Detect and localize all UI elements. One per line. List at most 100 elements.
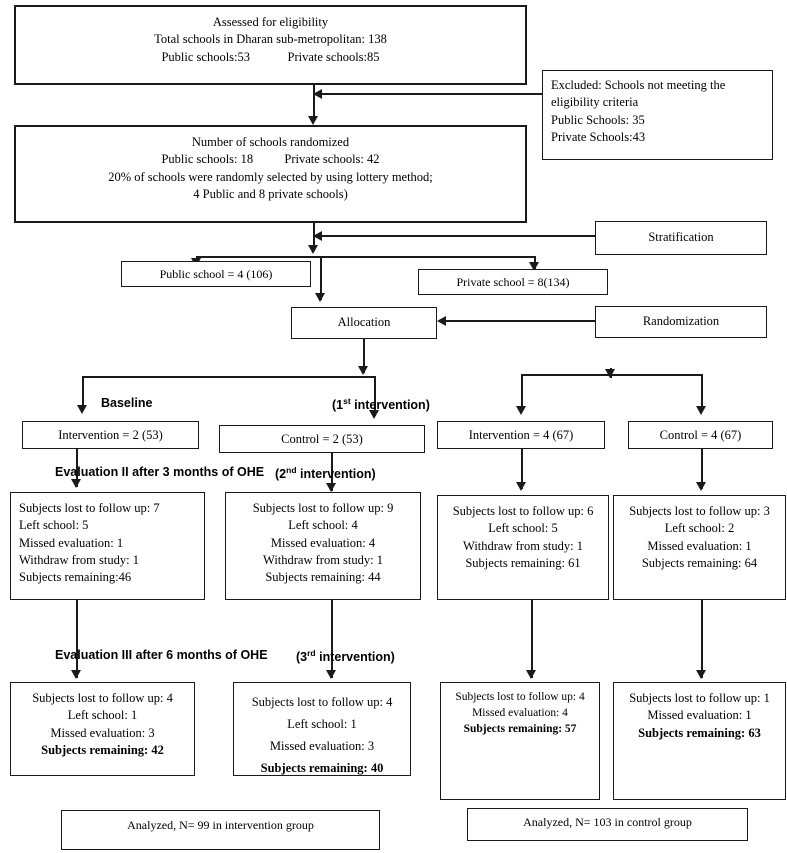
connector-eligibility-to-randomized [313, 85, 315, 121]
node-stratification: Stratification [595, 221, 767, 255]
node-assessed-for-eligibility: Assessed for eligibility Total schools i… [14, 5, 527, 85]
eval2-intervention-a-line-2: Left school: 5 [19, 518, 89, 533]
connector-eval2-to-eval3-intervention-a [76, 600, 78, 678]
eval3-intervention-a-line-3: Missed evaluation: 3 [50, 725, 155, 740]
eval3-intervention-b-line-2: Missed evaluation: 4 [472, 706, 568, 719]
eval3-control-b-line-2: Missed evaluation: 1 [647, 708, 752, 723]
node-schools-randomized: Number of schools randomized Public scho… [14, 125, 527, 223]
connector-randomization-to-allocation [446, 320, 595, 322]
node-eval3-control-a: Subjects lost to follow up: 4 Left schoo… [233, 682, 411, 776]
eval2-intervention-a-line-3: Missed evaluation: 1 [19, 535, 124, 550]
arrowhead-allocation-to-right-bus [605, 369, 615, 378]
eval2-intervention-b-line-4: Subjects remaining: 61 [465, 555, 581, 570]
connector-bus-to-control-b [701, 374, 703, 410]
arm-control-a-label: Control = 2 (53) [281, 432, 363, 446]
connector-control-b-to-eval2 [701, 449, 703, 489]
arrowhead-allocation-down [358, 366, 368, 375]
eval2-control-b-line-4: Subjects remaining: 64 [641, 555, 758, 570]
node-arm-control-a: Control = 2 (53) [219, 425, 425, 453]
stage-label-evaluation-3: Evaluation III after 6 months of OHE [55, 648, 268, 662]
randomized-line-1: Number of schools randomized [191, 135, 350, 149]
node-analyzed-control: Analyzed, N= 103 in control group [467, 808, 748, 841]
evaluation2-paren-base: (2 [275, 467, 287, 482]
arrowhead-stratification-to-spine [313, 231, 322, 241]
eligibility-line-1: Assessed for eligibility [212, 15, 329, 29]
node-private-school: Private school = 8(134) [418, 269, 608, 295]
node-eval2-control-a: Subjects lost to follow up: 9 Left schoo… [225, 492, 421, 600]
evaluation3-paren-tail: intervention) [315, 650, 395, 665]
arrowhead-randomization-to-allocation [437, 316, 446, 326]
excluded-line-1: Excluded: Schools not meeting the [551, 78, 726, 92]
eval2-intervention-a-line-4: Withdraw from study: 1 [19, 552, 139, 567]
connector-allocation-down [363, 339, 365, 373]
arrowhead-bus-to-intervention-b [516, 406, 526, 415]
eval3-intervention-b-line-3: Subjects remaining: 57 [463, 722, 577, 735]
first-intervention-tail: intervention) [350, 398, 430, 413]
arrowhead-excluded-to-spine [313, 89, 322, 99]
node-public-school: Public school = 4 (106) [121, 261, 311, 287]
arrowhead-eligibility-to-randomized [308, 116, 318, 125]
arrowhead-bus-to-control-a [369, 410, 379, 419]
node-analyzed-intervention: Analyzed, N= 99 in intervention group [61, 810, 380, 850]
connector-eval2-to-eval3-control-a [331, 600, 333, 678]
node-allocation: Allocation [291, 307, 437, 339]
eval2-control-b-line-2: Left school: 2 [664, 521, 735, 536]
eval3-control-a-line-2: Left school: 1 [287, 716, 357, 731]
eval2-control-a-line-1: Subjects lost to follow up: 9 [252, 501, 394, 515]
stage-label-evaluation-3-intervention: (3rd intervention) [296, 648, 395, 664]
eval2-control-b-line-3: Missed evaluation: 1 [647, 538, 752, 553]
eval3-control-a-line-3: Missed evaluation: 3 [269, 738, 375, 753]
eval2-control-b-line-1: Subjects lost to follow up: 3 [629, 504, 770, 518]
split-bus-public-private [196, 256, 536, 258]
node-eval2-intervention-a: Subjects lost to follow up: 7 Left schoo… [10, 492, 205, 600]
eval3-control-a-line-1: Subjects lost to follow up: 4 [251, 695, 393, 709]
eval2-control-a-line-5: Subjects remaining: 44 [265, 570, 381, 584]
connector-intervention-a-to-eval2 [76, 449, 78, 487]
allocation-label: Allocation [337, 315, 391, 329]
arrowhead-intervention-a-to-eval2 [71, 479, 81, 488]
arrowhead-split-to-private-school [529, 262, 539, 271]
eval2-control-a-line-2: Left school: 4 [288, 518, 358, 533]
arrowhead-control-a-to-eval2 [326, 483, 336, 492]
arrowhead-randomized-to-split [308, 245, 318, 254]
connector-split-to-allocation [320, 256, 322, 300]
eligibility-line-3: Public schools:53 Private schools:85 [161, 49, 380, 64]
eval3-intervention-a-line-1: Subjects lost to follow up: 4 [32, 691, 173, 705]
stratification-label: Stratification [648, 230, 714, 244]
eval3-intervention-a-line-4: Subjects remaining: 42 [41, 742, 164, 757]
arm-bus-left [82, 376, 376, 378]
node-eval3-control-b: Subjects lost to follow up: 1 Missed eva… [613, 682, 786, 800]
arrowhead-bus-to-control-b [696, 406, 706, 415]
connector-intervention-b-to-eval2 [521, 449, 523, 489]
arrowhead-eval2-to-eval3-control-b [696, 670, 706, 679]
stage-label-evaluation-2-intervention: (2nd intervention) [275, 465, 376, 481]
connector-bus-to-intervention-a [82, 376, 84, 410]
eval2-control-a-line-3: Missed evaluation: 4 [270, 535, 376, 550]
analyzed-intervention-label: Analyzed, N= 99 in intervention group [127, 818, 314, 832]
evaluation3-paren-base: (3 [296, 650, 308, 665]
excluded-line-3: Public Schools: 35 [551, 112, 645, 127]
eval3-control-b-line-1: Subjects lost to follow up: 1 [629, 691, 770, 705]
arrowhead-intervention-b-to-eval2 [516, 482, 526, 491]
eval3-control-b-line-3: Subjects remaining: 63 [638, 725, 761, 740]
eval3-intervention-b-line-1: Subjects lost to follow up: 4 [455, 691, 585, 703]
arm-intervention-b-label: Intervention = 4 (67) [468, 428, 574, 442]
node-randomization: Randomization [595, 306, 767, 338]
evaluation3-paren-sup: rd [307, 648, 316, 658]
node-eval3-intervention-a: Subjects lost to follow up: 4 Left schoo… [10, 682, 195, 776]
stage-label-first-intervention: (1st intervention) [332, 396, 430, 412]
excluded-line-4: Private Schools:43 [551, 129, 646, 144]
eval2-intervention-b-line-2: Left school: 5 [488, 521, 558, 536]
arrowhead-split-to-allocation [315, 293, 325, 302]
eval2-intervention-b-line-3: Withdraw from study: 1 [463, 538, 583, 553]
arrowhead-control-b-to-eval2 [696, 482, 706, 491]
stage-label-evaluation-2: Evaluation II after 3 months of OHE [55, 465, 265, 479]
eval3-intervention-a-line-2: Left school: 1 [67, 708, 138, 723]
arm-intervention-a-label: Intervention = 2 (53) [58, 428, 163, 442]
excluded-line-2: eligibility criteria [551, 95, 639, 110]
randomized-line-2: Public schools: 18 Private schools: 42 [161, 152, 380, 167]
connector-stratification-to-spine [322, 235, 595, 237]
evaluation2-paren-sup: nd [286, 465, 297, 475]
node-arm-intervention-b: Intervention = 4 (67) [437, 421, 605, 449]
